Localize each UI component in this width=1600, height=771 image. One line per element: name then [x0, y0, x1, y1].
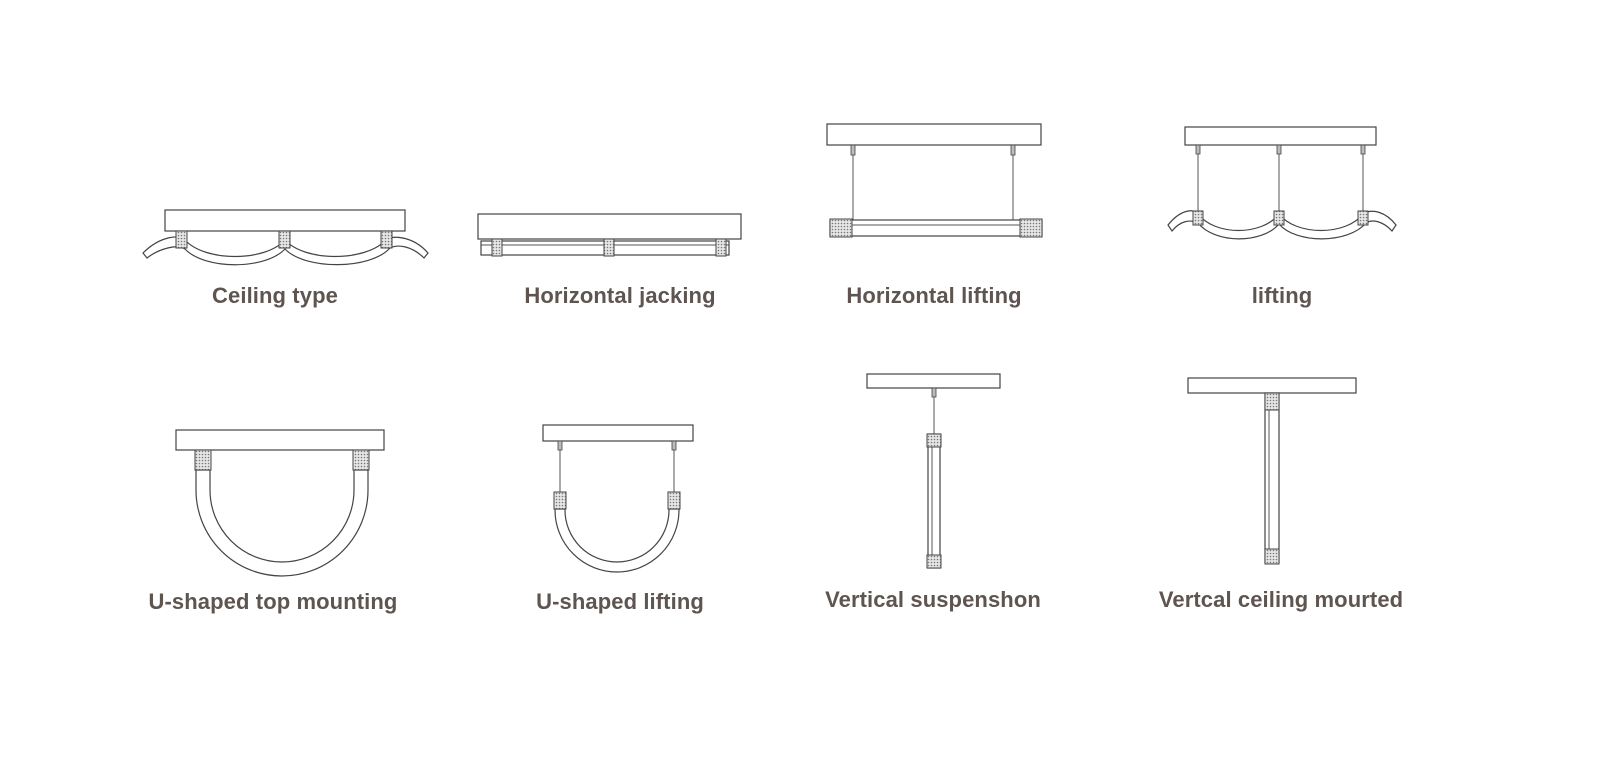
vertical-ceiling-mount-lamp-icon — [1187, 377, 1357, 565]
label-ceiling-type: Ceiling type — [212, 283, 338, 308]
label-horizontal-jacking: Horizontal jacking — [524, 283, 716, 308]
label-vertical-suspension: Vertical suspenshon — [825, 587, 1041, 612]
u-shaped-lifting-lamp-icon — [542, 424, 694, 573]
label-u-shaped-top-mounting: U-shaped top mounting — [148, 589, 398, 614]
u-shaped-top-mount-lamp-icon — [175, 429, 385, 577]
horizontal-lifting-lamp-icon — [826, 123, 1043, 238]
horizontal-jacking-lamp-icon — [477, 213, 742, 257]
wave-lifting-lamp-icon — [1167, 126, 1397, 240]
label-u-shaped-lifting: U-shaped lifting — [536, 589, 704, 614]
label-vertical-ceiling-mounted: Vertcal ceiling mourted — [1158, 587, 1404, 612]
label-horizontal-lifting: Horizontal lifting — [846, 283, 1022, 308]
wave-ceiling-lamp-icon — [142, 209, 429, 266]
label-lifting: lifting — [1251, 283, 1313, 308]
vertical-suspension-lamp-icon — [866, 373, 1001, 569]
